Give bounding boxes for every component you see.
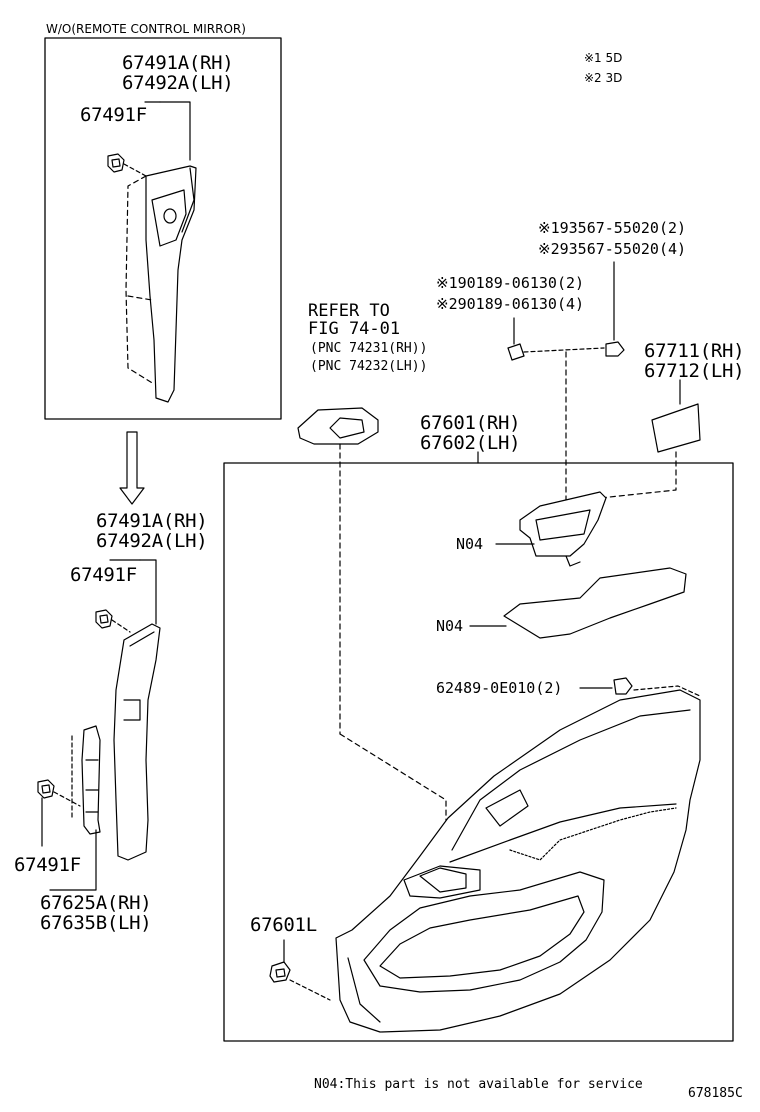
- switch-housing: [519, 491, 607, 567]
- nut-part: [507, 343, 525, 361]
- clip-code-label: 62489-0E010(2): [436, 679, 563, 697]
- inset-title: W/O(REMOTE CONTROL MIRROR): [46, 22, 246, 36]
- refer-to-label: REFER TO: [308, 301, 390, 321]
- left-garnish: [113, 623, 161, 861]
- switch-base-ref: [297, 407, 379, 445]
- armrest-upper: [503, 567, 687, 639]
- trim-clip-label: 67601L: [250, 914, 317, 936]
- left-clip-bottom-label: 67491F: [14, 854, 81, 876]
- screw-part: [605, 341, 625, 357]
- door-trim-board: [335, 689, 701, 1033]
- fig-ref-label: FIG 74-01: [308, 319, 401, 339]
- footer-note: N04:This part is not available for servi…: [314, 1077, 643, 1092]
- inset-leader: [159, 101, 191, 161]
- inset-clip: [107, 153, 125, 173]
- n04-armrest-label: N04: [436, 617, 464, 635]
- left-part-rh: 67491A(RH): [96, 510, 208, 532]
- pnc-rh-label: (PNC 74231(RH)): [310, 341, 428, 356]
- arrow-down-icon: [119, 431, 145, 505]
- left-clip-top: [95, 609, 113, 629]
- inset-dashed-outline: [125, 175, 155, 385]
- nut-label-2: ※290189-06130(4): [436, 295, 585, 313]
- pad-rh-label: 67711(RH): [644, 340, 745, 362]
- pad-lh-label: 67712(LH): [644, 360, 745, 382]
- inset-part-rh: 67491A(RH): [122, 52, 234, 74]
- board-rh-label: 67601(RH): [420, 412, 521, 434]
- nut-label-1: ※190189-06130(2): [436, 274, 585, 292]
- bracket-rh-label: 67625A(RH): [40, 892, 152, 914]
- inset-part-lh: 67492A(LH): [122, 72, 234, 94]
- left-part-lh: 67492A(LH): [96, 530, 208, 552]
- figure-id: 678185C: [688, 1086, 743, 1101]
- bracket-lh-label: 67635B(LH): [40, 912, 152, 934]
- armrest-pad: [651, 403, 701, 453]
- panel-clip: [613, 677, 633, 695]
- note-3d: ※2 3D: [584, 71, 623, 85]
- note-5d: ※1 5D: [584, 51, 623, 65]
- left-clip-bottom: [37, 779, 55, 799]
- n04-switch-label: N04: [456, 535, 484, 553]
- screw-label-2: ※293567-55020(4): [538, 240, 687, 258]
- inset-frame: [44, 37, 282, 420]
- inset-garnish: [145, 165, 197, 403]
- left-clip-top-label: 67491F: [70, 564, 137, 586]
- left-bracket: [81, 725, 101, 835]
- board-lh-label: 67602(LH): [420, 432, 521, 454]
- pnc-lh-label: (PNC 74232(LH)): [310, 359, 428, 374]
- screw-label-1: ※193567-55020(2): [538, 219, 687, 237]
- trim-clip: [269, 961, 291, 983]
- inset-clip-label: 67491F: [80, 104, 147, 126]
